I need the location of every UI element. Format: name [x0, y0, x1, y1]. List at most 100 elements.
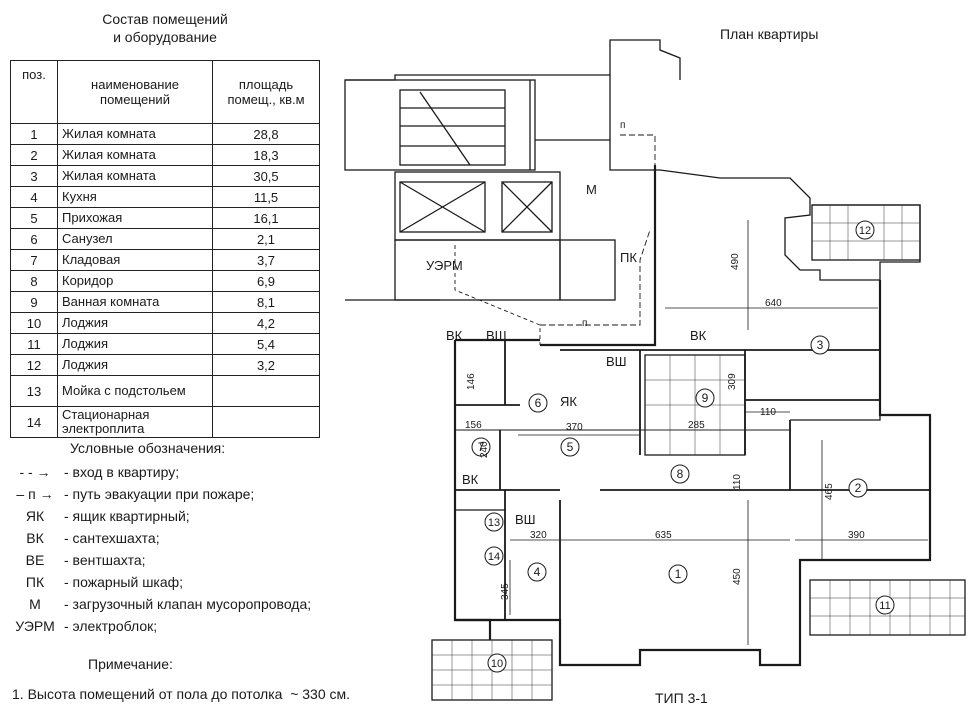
room-marker-circle: [528, 393, 548, 413]
table-header-row: поз. наименование помещений площадь поме…: [10, 60, 320, 124]
dimension-label: 146: [466, 373, 477, 390]
room-marker-circle: [471, 437, 491, 457]
legend-symbol: ВК: [26, 530, 44, 546]
dimension-label: 640: [765, 298, 782, 309]
cell-name: Лоджия: [57, 312, 213, 334]
note-text: 1. Высота помещений от пола до потолка ~…: [12, 686, 351, 702]
legend-item: ЯК - ящик квартирный;: [6, 506, 366, 526]
cell-num: 13: [10, 375, 58, 407]
label-m: М: [586, 182, 597, 197]
cell-area: 5,4: [212, 333, 320, 355]
legend-symbol: ЯК: [25, 508, 45, 524]
label-vsh-2: ВШ: [606, 354, 627, 369]
room-number: 8: [677, 467, 684, 481]
label-vsh-1: ВШ: [486, 328, 507, 343]
dimension-label: 635: [655, 530, 672, 541]
room-marker-circle: [695, 388, 715, 408]
label-yak: ЯК: [560, 394, 577, 409]
room-marker-circle: [668, 564, 688, 584]
room-number: 12: [859, 225, 871, 237]
plan-title: План квартиры: [720, 26, 819, 42]
room-number: 14: [488, 551, 500, 563]
room-number: 1: [675, 567, 682, 581]
room-number: 10: [491, 658, 503, 670]
room-number: 4: [534, 565, 541, 579]
room-marker-circle: [810, 335, 830, 355]
table-title-line1: Состав помещений: [102, 11, 228, 27]
dimension-label: 465: [824, 483, 835, 500]
header-pos: поз.: [10, 60, 58, 124]
dimension-label: 390: [848, 530, 865, 541]
legend-item: – п → - путь эвакуации при пожаре;: [6, 484, 366, 504]
legend-item: - - →- вход в квартиру;: [6, 462, 366, 482]
cell-area: [212, 406, 320, 438]
room-number: 5: [567, 440, 574, 454]
cell-name: Стационарная электроплита: [57, 406, 213, 438]
room-marker-circle: [487, 653, 507, 673]
legend-item: ПК - пожарный шкаф;: [6, 572, 366, 592]
elevator-1: [399, 181, 486, 233]
cell-name: Прихожая: [57, 207, 213, 229]
legend-symbol: - - →: [19, 464, 51, 480]
label-n-2: п: [582, 318, 587, 329]
cell-num: 12: [10, 354, 58, 376]
rooms-table: поз. наименование помещений площадь поме…: [10, 60, 320, 438]
stair-block: [344, 79, 536, 171]
room-marker-circle: [670, 464, 690, 484]
room-number: 6: [535, 396, 542, 410]
loggia-11: [809, 579, 966, 636]
room-number: 3: [817, 338, 824, 352]
dimension-label: 240: [479, 441, 490, 458]
room-number: 7: [478, 440, 485, 454]
cell-name: Жилая комната: [57, 144, 213, 166]
legend-text: - вентшахта;: [64, 552, 146, 568]
stair-flight: [399, 89, 506, 166]
dimension-label: 490: [730, 253, 741, 270]
legend-item: ВЕ- вентшахта;: [6, 550, 366, 570]
legend-text: - пожарный шкаф;: [64, 574, 184, 590]
room-marker-circle: [484, 512, 504, 532]
cell-area: 3,2: [212, 354, 320, 376]
legend-text: - загрузочный клапан мусоропровода;: [64, 596, 312, 612]
room-marker-circle: [484, 546, 504, 566]
legend-title: Условные обозначения:: [70, 440, 226, 456]
dimension-label: 320: [530, 530, 547, 541]
dimension-label: 285: [688, 420, 705, 431]
dimension-label: 370: [566, 422, 583, 433]
legend-text: - электроблок;: [64, 618, 158, 634]
dimension-label: 110: [732, 474, 743, 490]
cell-area: [212, 375, 320, 407]
label-vk-3: ВК: [462, 472, 479, 487]
note-title: Примечание:: [88, 656, 173, 672]
cell-area: 6,9: [212, 270, 320, 292]
label-pk: ПК: [620, 250, 637, 265]
legend-symbol: УЭРМ: [15, 618, 55, 634]
legend-symbol: – п →: [16, 486, 54, 502]
label-vsh-3: ВШ: [515, 512, 536, 527]
legend-symbol: ПК: [25, 574, 45, 590]
label-n-1: п: [620, 120, 625, 131]
room-number: 13: [488, 517, 500, 529]
dimension-label: 345: [500, 583, 511, 600]
legend-text: - сантехшахта;: [64, 530, 160, 546]
legend-item: УЭРМ - электроблок;: [6, 616, 366, 636]
dimension-label: 156: [465, 420, 482, 431]
legend-item: ВК - сантехшахта;: [6, 528, 366, 548]
dimension-label: 309: [727, 373, 738, 390]
cell-name: Кладовая: [57, 249, 213, 271]
legend-text: - ящик квартирный;: [64, 508, 190, 524]
cell-name: Жилая комната: [57, 165, 213, 187]
core-outline: [345, 39, 681, 81]
legend-text: - путь эвакуации при пожаре;: [64, 486, 255, 502]
cell-area: 2,1: [212, 228, 320, 250]
